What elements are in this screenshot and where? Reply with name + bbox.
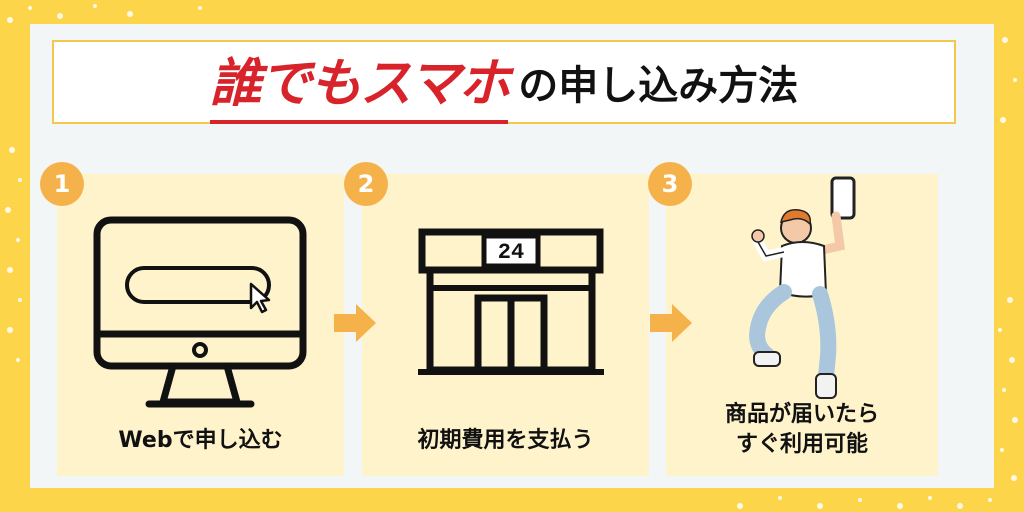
brand-logo: 誰でもスマホ: [209, 41, 510, 124]
store-sign: 24: [498, 240, 524, 265]
computer-monitor-icon: [93, 216, 307, 408]
title-banner: 誰でもスマホ の申し込み方法: [52, 40, 956, 124]
step-label-2: 初期費用を支払う: [417, 428, 594, 453]
jumping-person-illustration: [749, 176, 856, 399]
step-card-1: Webで申し込む: [57, 174, 344, 476]
convenience-store-icon: 24: [418, 228, 604, 375]
step-label-1: Webで申し込む: [118, 428, 283, 453]
step-number-badge-1: 1: [40, 162, 84, 206]
arrow-right-icon: [650, 304, 692, 342]
step-number-badge-3: 3: [648, 162, 692, 206]
step-card-2: 24 初期費用を支払う: [362, 174, 649, 476]
page-title: の申し込み方法: [518, 63, 799, 109]
step-label-3-line-2: すぐ利用可能: [735, 432, 868, 457]
arrow-right-icon: [334, 304, 376, 342]
step-label-3-line-1: 商品が届いたら: [724, 402, 879, 427]
step-card-3: 商品が届いたら すぐ利用可能: [666, 174, 938, 476]
step-label-3: 商品が届いたら すぐ利用可能: [666, 400, 938, 460]
step-number-badge-2: 2: [344, 162, 388, 206]
